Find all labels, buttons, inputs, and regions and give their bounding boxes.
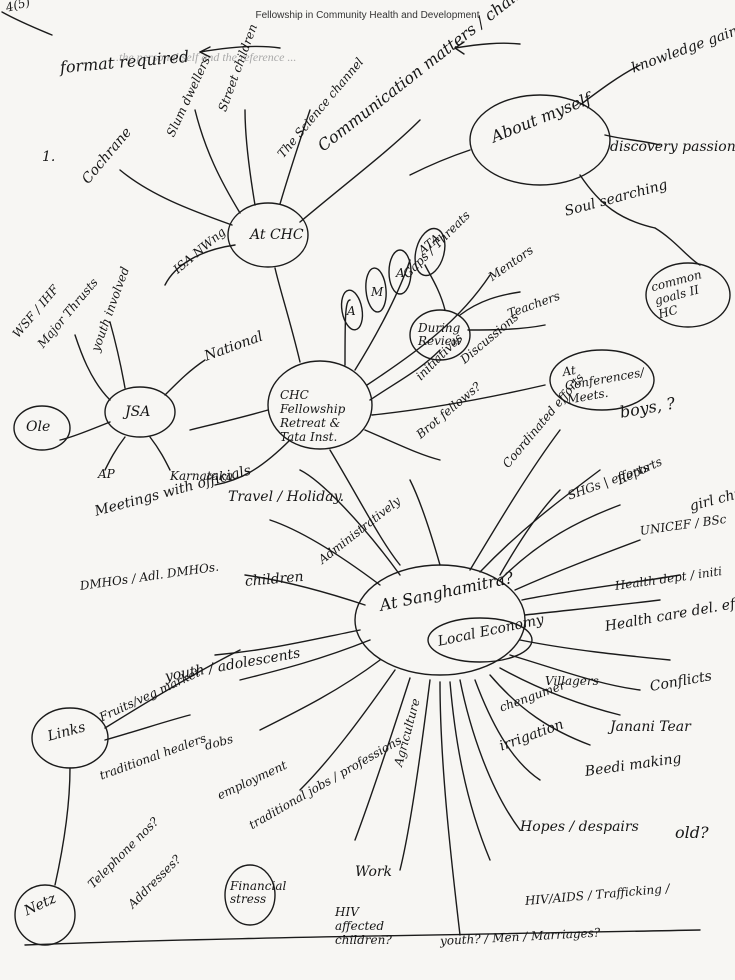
node-chc-fellowship: CHC Fellowship Retreat & Tata Inst. (280, 388, 346, 444)
branch-discovery-passion: discovery passion (610, 139, 735, 155)
branch-janani: Janani Tear (610, 719, 691, 735)
node-ole: Ole (26, 419, 51, 435)
running-title: Fellowship in Community Health and Devel… (255, 10, 480, 21)
branch-hopes: Hopes / despairs (520, 819, 639, 835)
node-at-chc: At CHC (250, 227, 304, 243)
branch-old: old? (675, 823, 709, 842)
branch-travel-holiday: Travel / Holiday. (228, 489, 345, 505)
branch-hiv-children: HIV affected children? (335, 905, 392, 947)
item-number: 1. (42, 149, 56, 165)
faint-subheading: ...the personal self and the reference .… (110, 50, 297, 64)
branch-work: Work (355, 864, 393, 880)
node-financial-stress: Financial stress (230, 879, 287, 906)
node-during-review: During Review (418, 321, 463, 348)
branch-ap: AP (98, 467, 115, 481)
node-jsa: JSA (125, 404, 151, 420)
tag-a: A (347, 304, 356, 318)
branch-karnataka: Karnataka (170, 469, 234, 483)
branch-villagers: Villagers (545, 674, 599, 688)
tag-m: M (371, 285, 384, 299)
tag-a2: A (396, 266, 405, 280)
